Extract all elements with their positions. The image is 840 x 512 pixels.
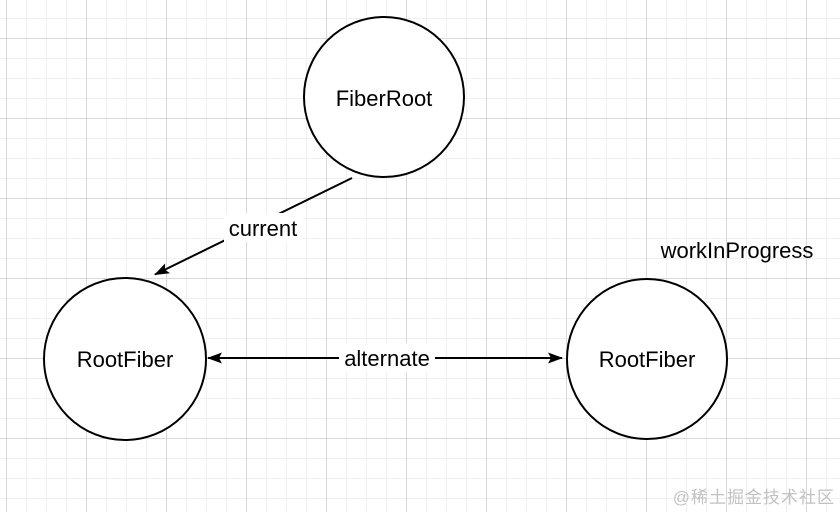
fiber-root-circle [303, 16, 465, 178]
edge-current-label-group: current [224, 213, 303, 242]
work-in-progress-annotation: workInProgress [660, 238, 814, 263]
edge-alternate-label-bg [339, 343, 435, 372]
fiber-root-label: FiberRoot [336, 86, 433, 111]
node-root-fiber-current: RootFiber [43, 277, 207, 441]
root-fiber-current-label: RootFiber [77, 347, 174, 372]
edge-current-label: current [229, 216, 297, 241]
edge-current-label-bg [224, 213, 303, 242]
root-fiber-wip-label: RootFiber [599, 347, 696, 372]
watermark: @稀土掘金技术社区 [672, 488, 835, 507]
edge-alternate-label: alternate [344, 346, 430, 371]
edge-alternate-label-group: alternate [339, 343, 435, 372]
node-root-fiber-work-in-progress: RootFiber [566, 278, 728, 440]
root-fiber-wip-circle [566, 278, 728, 440]
node-fiber-root: FiberRoot [303, 16, 465, 178]
root-fiber-current-circle [43, 277, 207, 441]
